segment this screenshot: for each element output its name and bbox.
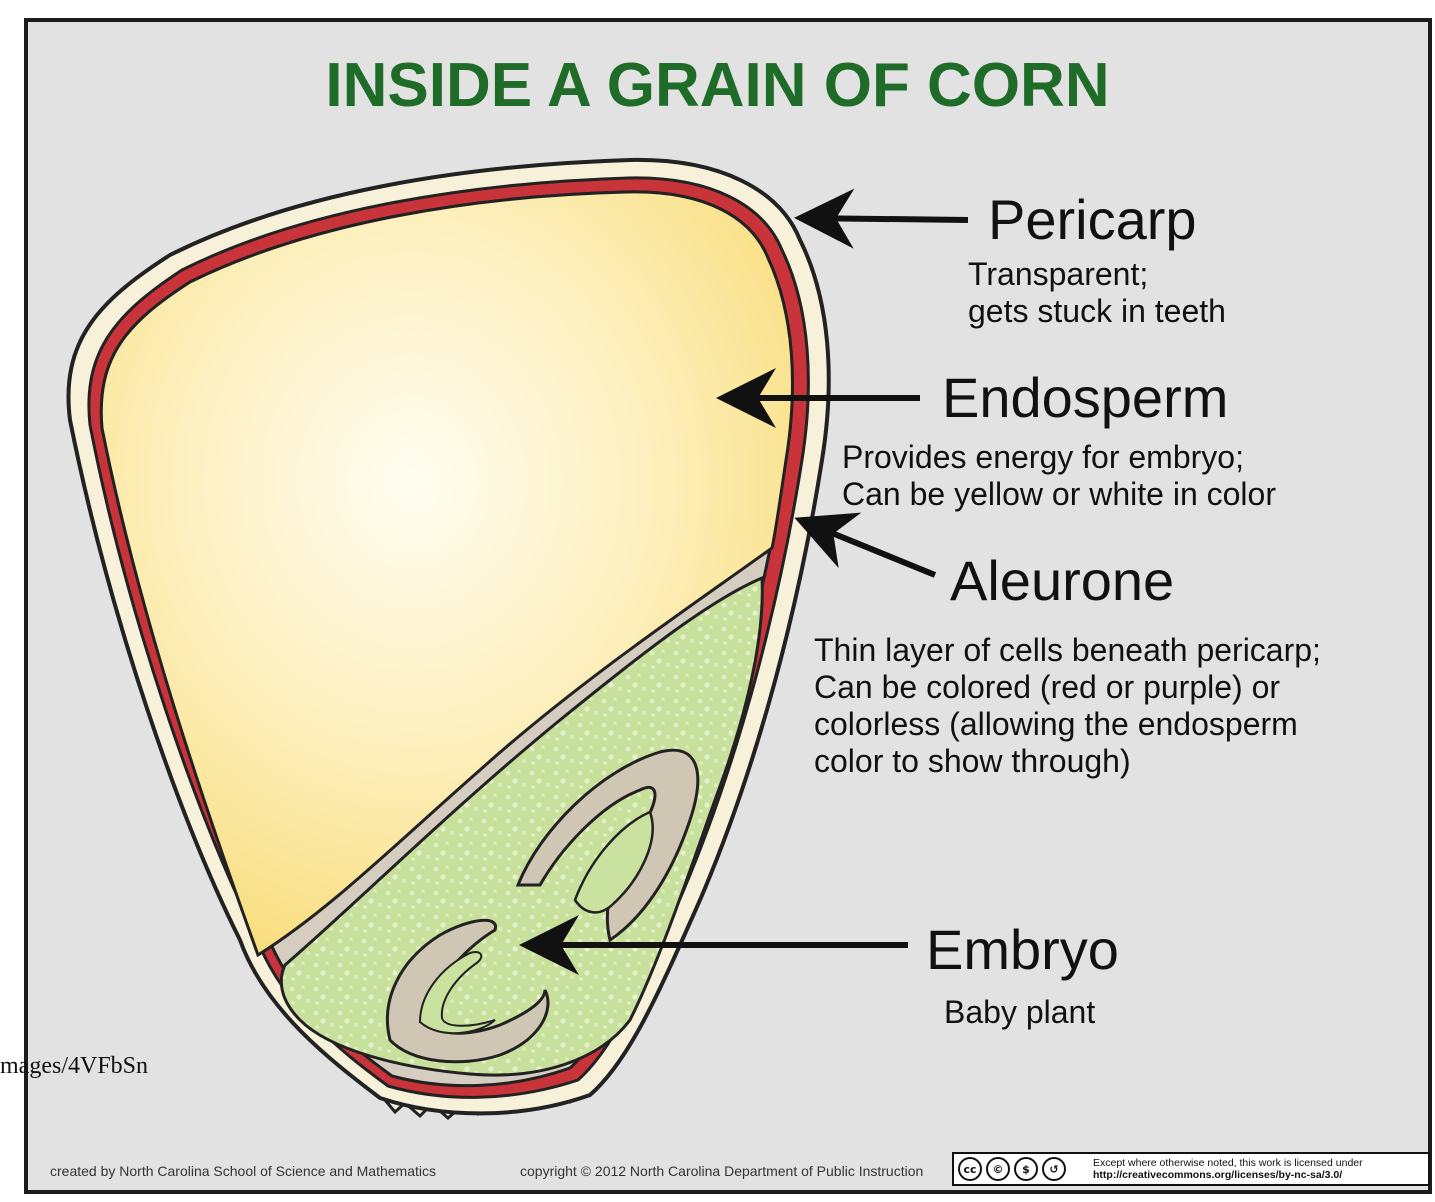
cc-icon: cc bbox=[958, 1157, 982, 1181]
license-badge[interactable]: cc © $ ↺ Except where otherwise noted, t… bbox=[952, 1152, 1430, 1186]
endosperm-description: Provides energy for embryo; Can be yello… bbox=[842, 439, 1276, 513]
embryo-label: Embryo bbox=[926, 922, 1119, 978]
attribution-icon: © bbox=[986, 1157, 1010, 1181]
embryo-description: Baby plant bbox=[944, 994, 1095, 1031]
embryo-description-line: Baby plant bbox=[944, 994, 1095, 1031]
license-text: Except where otherwise noted, this work … bbox=[1093, 1157, 1363, 1181]
license-notice: Except where otherwise noted, this work … bbox=[1093, 1157, 1363, 1169]
copyright-text: copyright © 2012 North Carolina Departme… bbox=[520, 1163, 923, 1179]
endosperm-description-line: Provides energy for embryo; bbox=[842, 439, 1276, 476]
credit-text: created by North Carolina School of Scie… bbox=[50, 1163, 436, 1179]
pericarp-description: Transparent; gets stuck in teeth bbox=[968, 256, 1226, 330]
aleurone-description-line: colorless (allowing the endosperm bbox=[814, 706, 1321, 743]
noncommercial-icon: $ bbox=[1014, 1157, 1038, 1181]
pericarp-label: Pericarp bbox=[988, 192, 1197, 248]
sharealike-icon: ↺ bbox=[1042, 1157, 1066, 1181]
aleurone-description-line: Thin layer of cells beneath pericarp; bbox=[814, 632, 1321, 669]
license-icons: cc © $ ↺ bbox=[954, 1157, 1093, 1181]
pericarp-arrow bbox=[800, 218, 968, 220]
license-url[interactable]: http://creativecommons.org/licenses/by-n… bbox=[1093, 1169, 1363, 1181]
aleurone-description-line: Can be colored (red or purple) or bbox=[814, 669, 1321, 706]
endosperm-label: Endosperm bbox=[942, 370, 1228, 426]
pericarp-description-line: gets stuck in teeth bbox=[968, 293, 1226, 330]
aleurone-description-line: color to show through) bbox=[814, 743, 1321, 780]
image-path-fragment: mages/4VFbSn bbox=[0, 1053, 148, 1080]
aleurone-label: Aleurone bbox=[950, 553, 1174, 609]
pericarp-description-line: Transparent; bbox=[968, 256, 1226, 293]
aleurone-arrow bbox=[800, 520, 935, 575]
aleurone-description: Thin layer of cells beneath pericarp; Ca… bbox=[814, 632, 1321, 780]
endosperm-description-line: Can be yellow or white in color bbox=[842, 476, 1276, 513]
